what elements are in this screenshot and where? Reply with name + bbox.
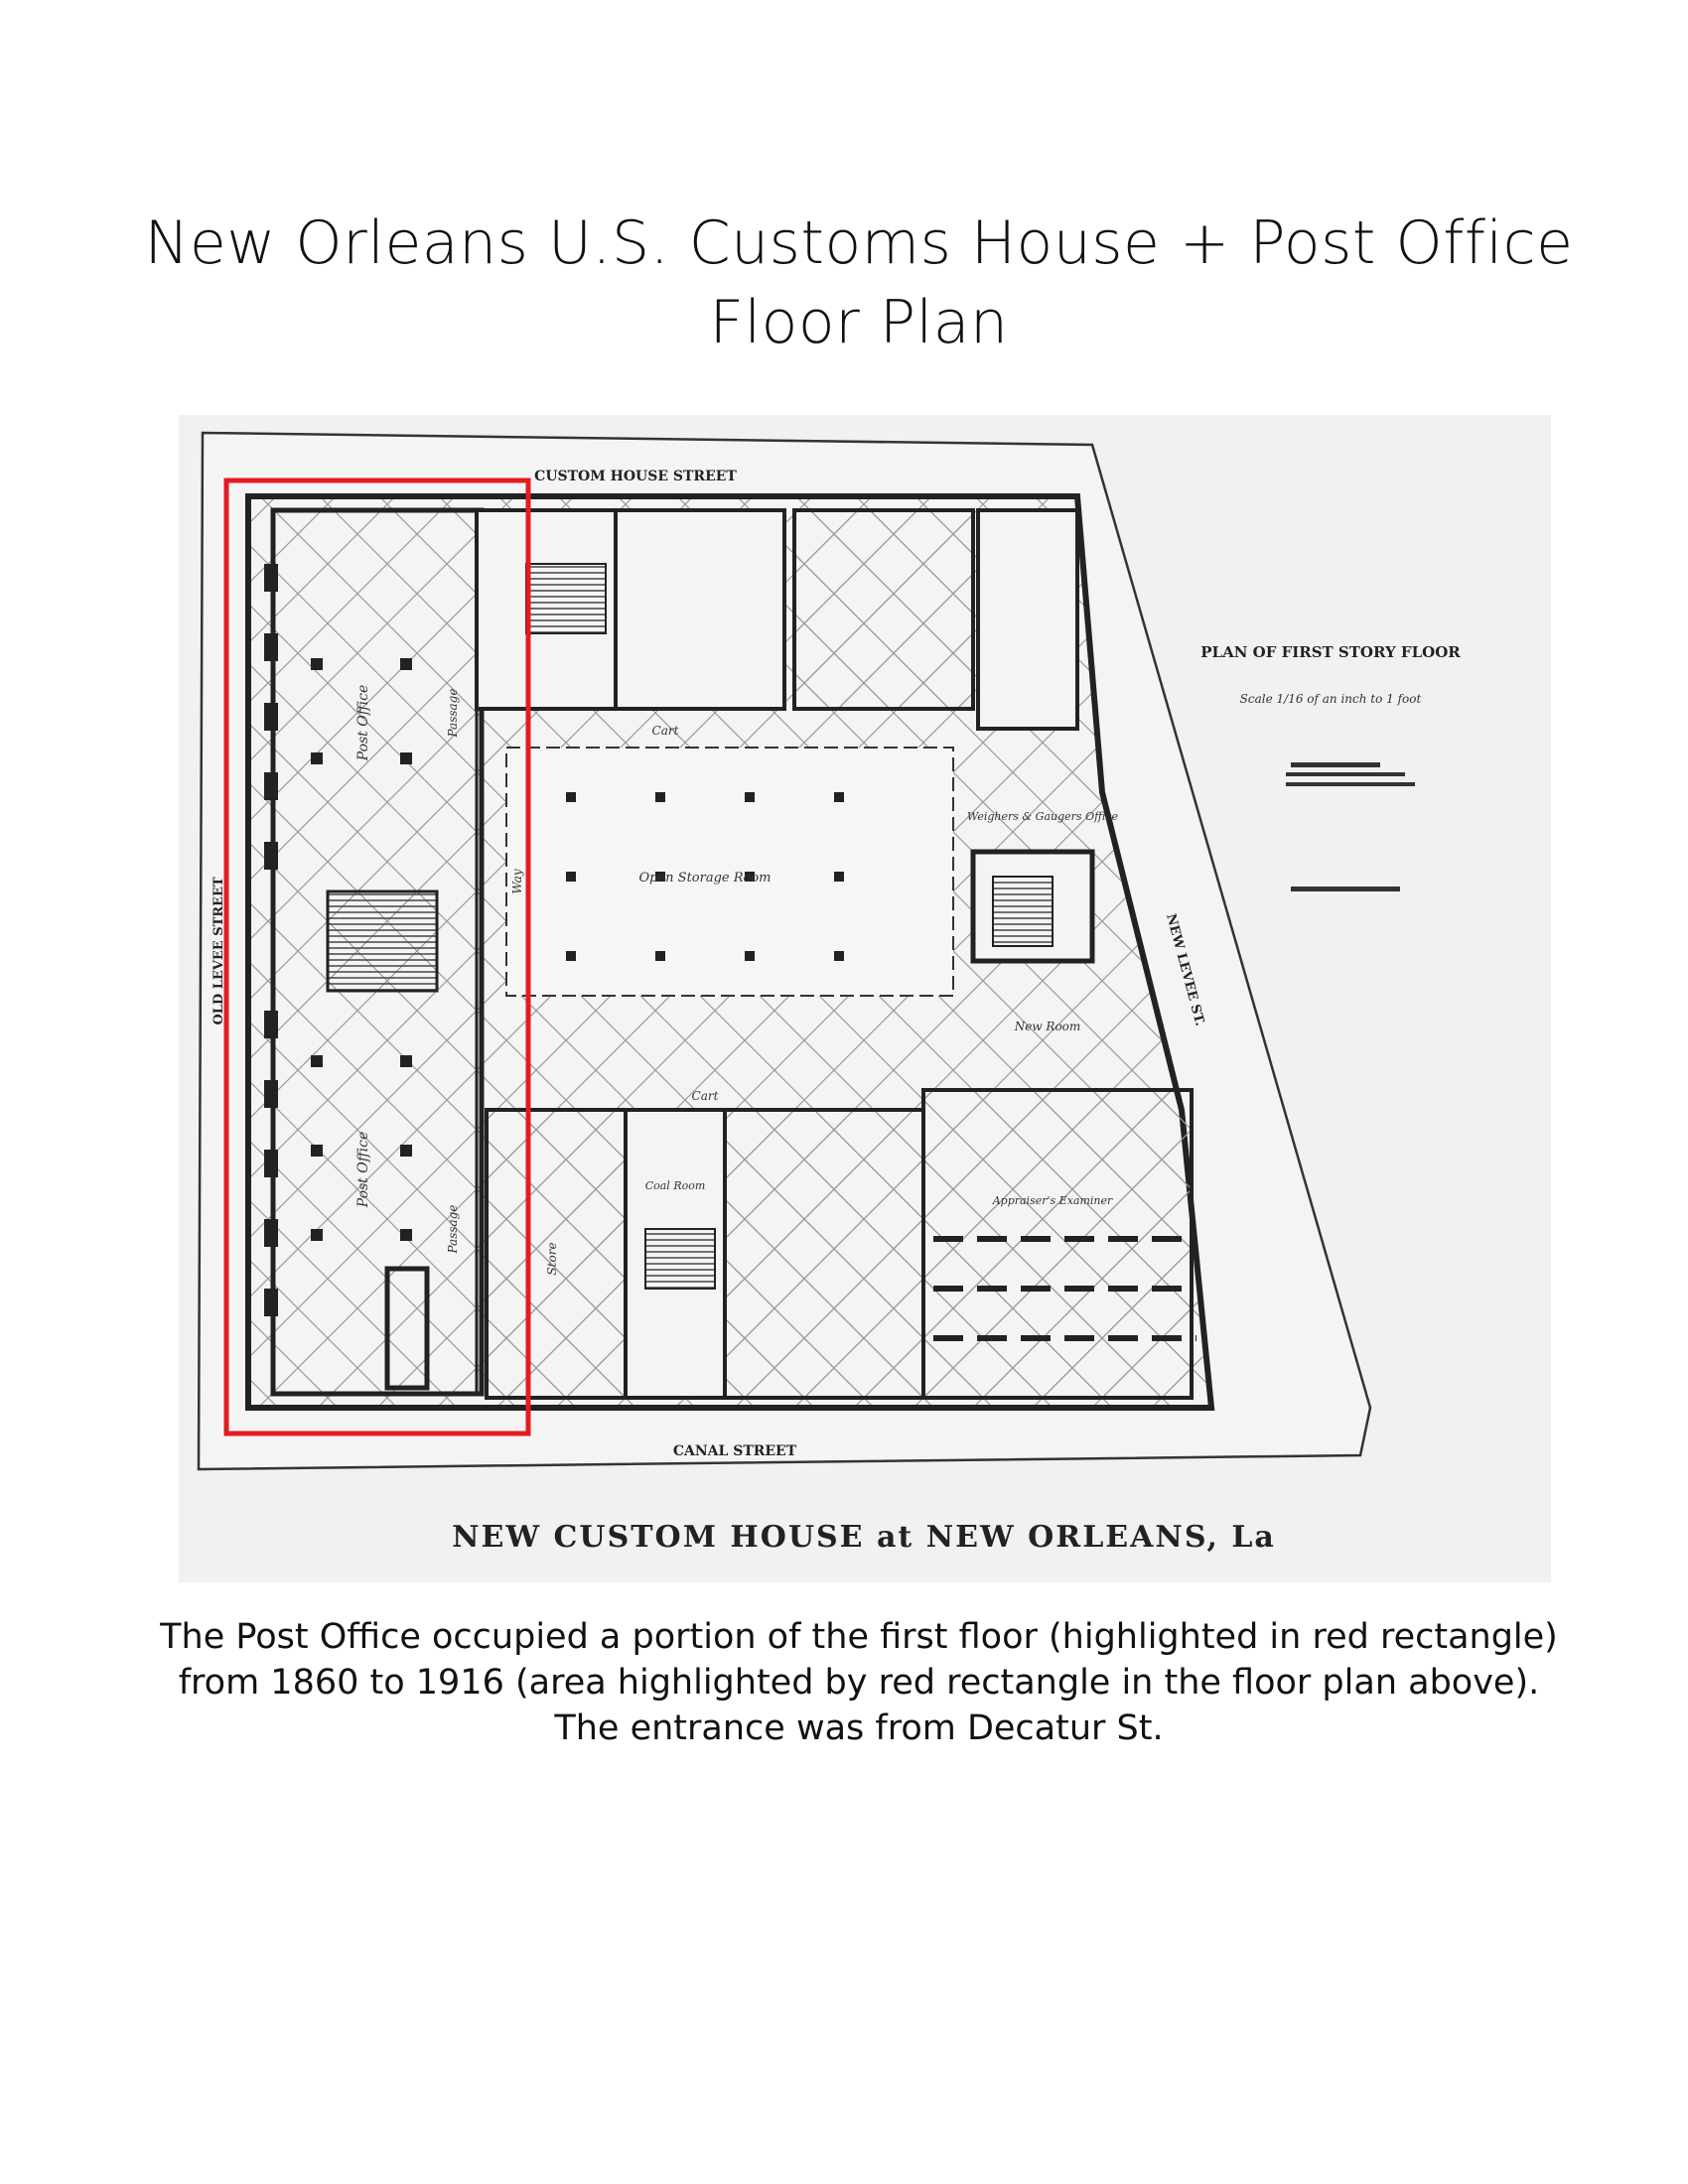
- floor-plan-image: CUSTOM HOUSE STREET CANAL STREET OLD LEV…: [179, 415, 1551, 1582]
- room-passage-b: Passage: [446, 1205, 460, 1255]
- caption-line-1: The Post Office occupied a portion of th…: [160, 1617, 1558, 1657]
- room-cart-south: Cart: [692, 1089, 719, 1103]
- room-coal: Coal Room: [645, 1179, 706, 1192]
- plan-heading: PLAN OF FIRST STORY FLOOR: [1200, 643, 1461, 661]
- west-wing-wall: [270, 507, 485, 1397]
- post-office-highlight-rectangle: [223, 478, 531, 1436]
- street-north-label: CUSTOM HOUSE STREET: [534, 469, 737, 484]
- south-west-store: [485, 1108, 628, 1400]
- west-stair: [326, 889, 439, 993]
- open-storage-court: [505, 747, 954, 997]
- caption: The Post Office occupied a portion of th…: [0, 1614, 1688, 1751]
- street-south-label: CANAL STREET: [673, 1443, 797, 1459]
- north-east-block: [976, 508, 1079, 731]
- floor-plan-drawing: CUSTOM HOUSE STREET CANAL STREET OLD LEV…: [179, 415, 1551, 1582]
- page-title: New Orleans U.S. Customs House + Post Of…: [0, 204, 1688, 362]
- room-new-room: New Room: [1014, 1020, 1081, 1033]
- caption-line-3: The entrance was from Decatur St.: [554, 1708, 1164, 1748]
- east-stair: [992, 876, 1054, 947]
- north-stair: [525, 563, 607, 634]
- room-open-storage: Open Storage Room: [638, 871, 771, 886]
- room-appraisers: Appraiser's Examiner: [992, 1194, 1113, 1207]
- caption-line-2: from 1860 to 1916 (area highlighted by r…: [178, 1663, 1540, 1703]
- room-cart: Cart: [652, 724, 679, 738]
- room-passage-a: Passage: [446, 689, 460, 739]
- north-room: [614, 508, 786, 711]
- title-line-1: New Orleans U.S. Customs House + Post Of…: [144, 208, 1574, 278]
- room-post-office-south: Post Office: [355, 1132, 371, 1209]
- plan-scale-note: Scale 1/16 of an inch to 1 foot: [1240, 692, 1422, 706]
- court-columns: [566, 792, 844, 961]
- plan-bottom-title: NEW CUSTOM HOUSE at NEW ORLEANS, La: [452, 1520, 1276, 1555]
- south-stair: [644, 1228, 716, 1290]
- north-store: [792, 508, 975, 711]
- plan-signature-lines: [1286, 762, 1415, 891]
- title-line-2: Floor Plan: [709, 288, 1009, 357]
- street-west-label: OLD LEVEE STREET: [211, 877, 226, 1024]
- south-store: [723, 1108, 925, 1400]
- south-east-rooms: [921, 1088, 1194, 1400]
- room-weighers: Weighers & Gaugers Office: [967, 810, 1119, 823]
- room-way: Way: [510, 869, 524, 893]
- west-pilasters: [264, 564, 278, 1316]
- post-office-columns: [311, 658, 412, 1241]
- room-post-office-north: Post Office: [355, 685, 371, 762]
- room-store: Store: [545, 1242, 559, 1275]
- south-east-partitions: [933, 1236, 1196, 1341]
- west-vault: [384, 1266, 430, 1391]
